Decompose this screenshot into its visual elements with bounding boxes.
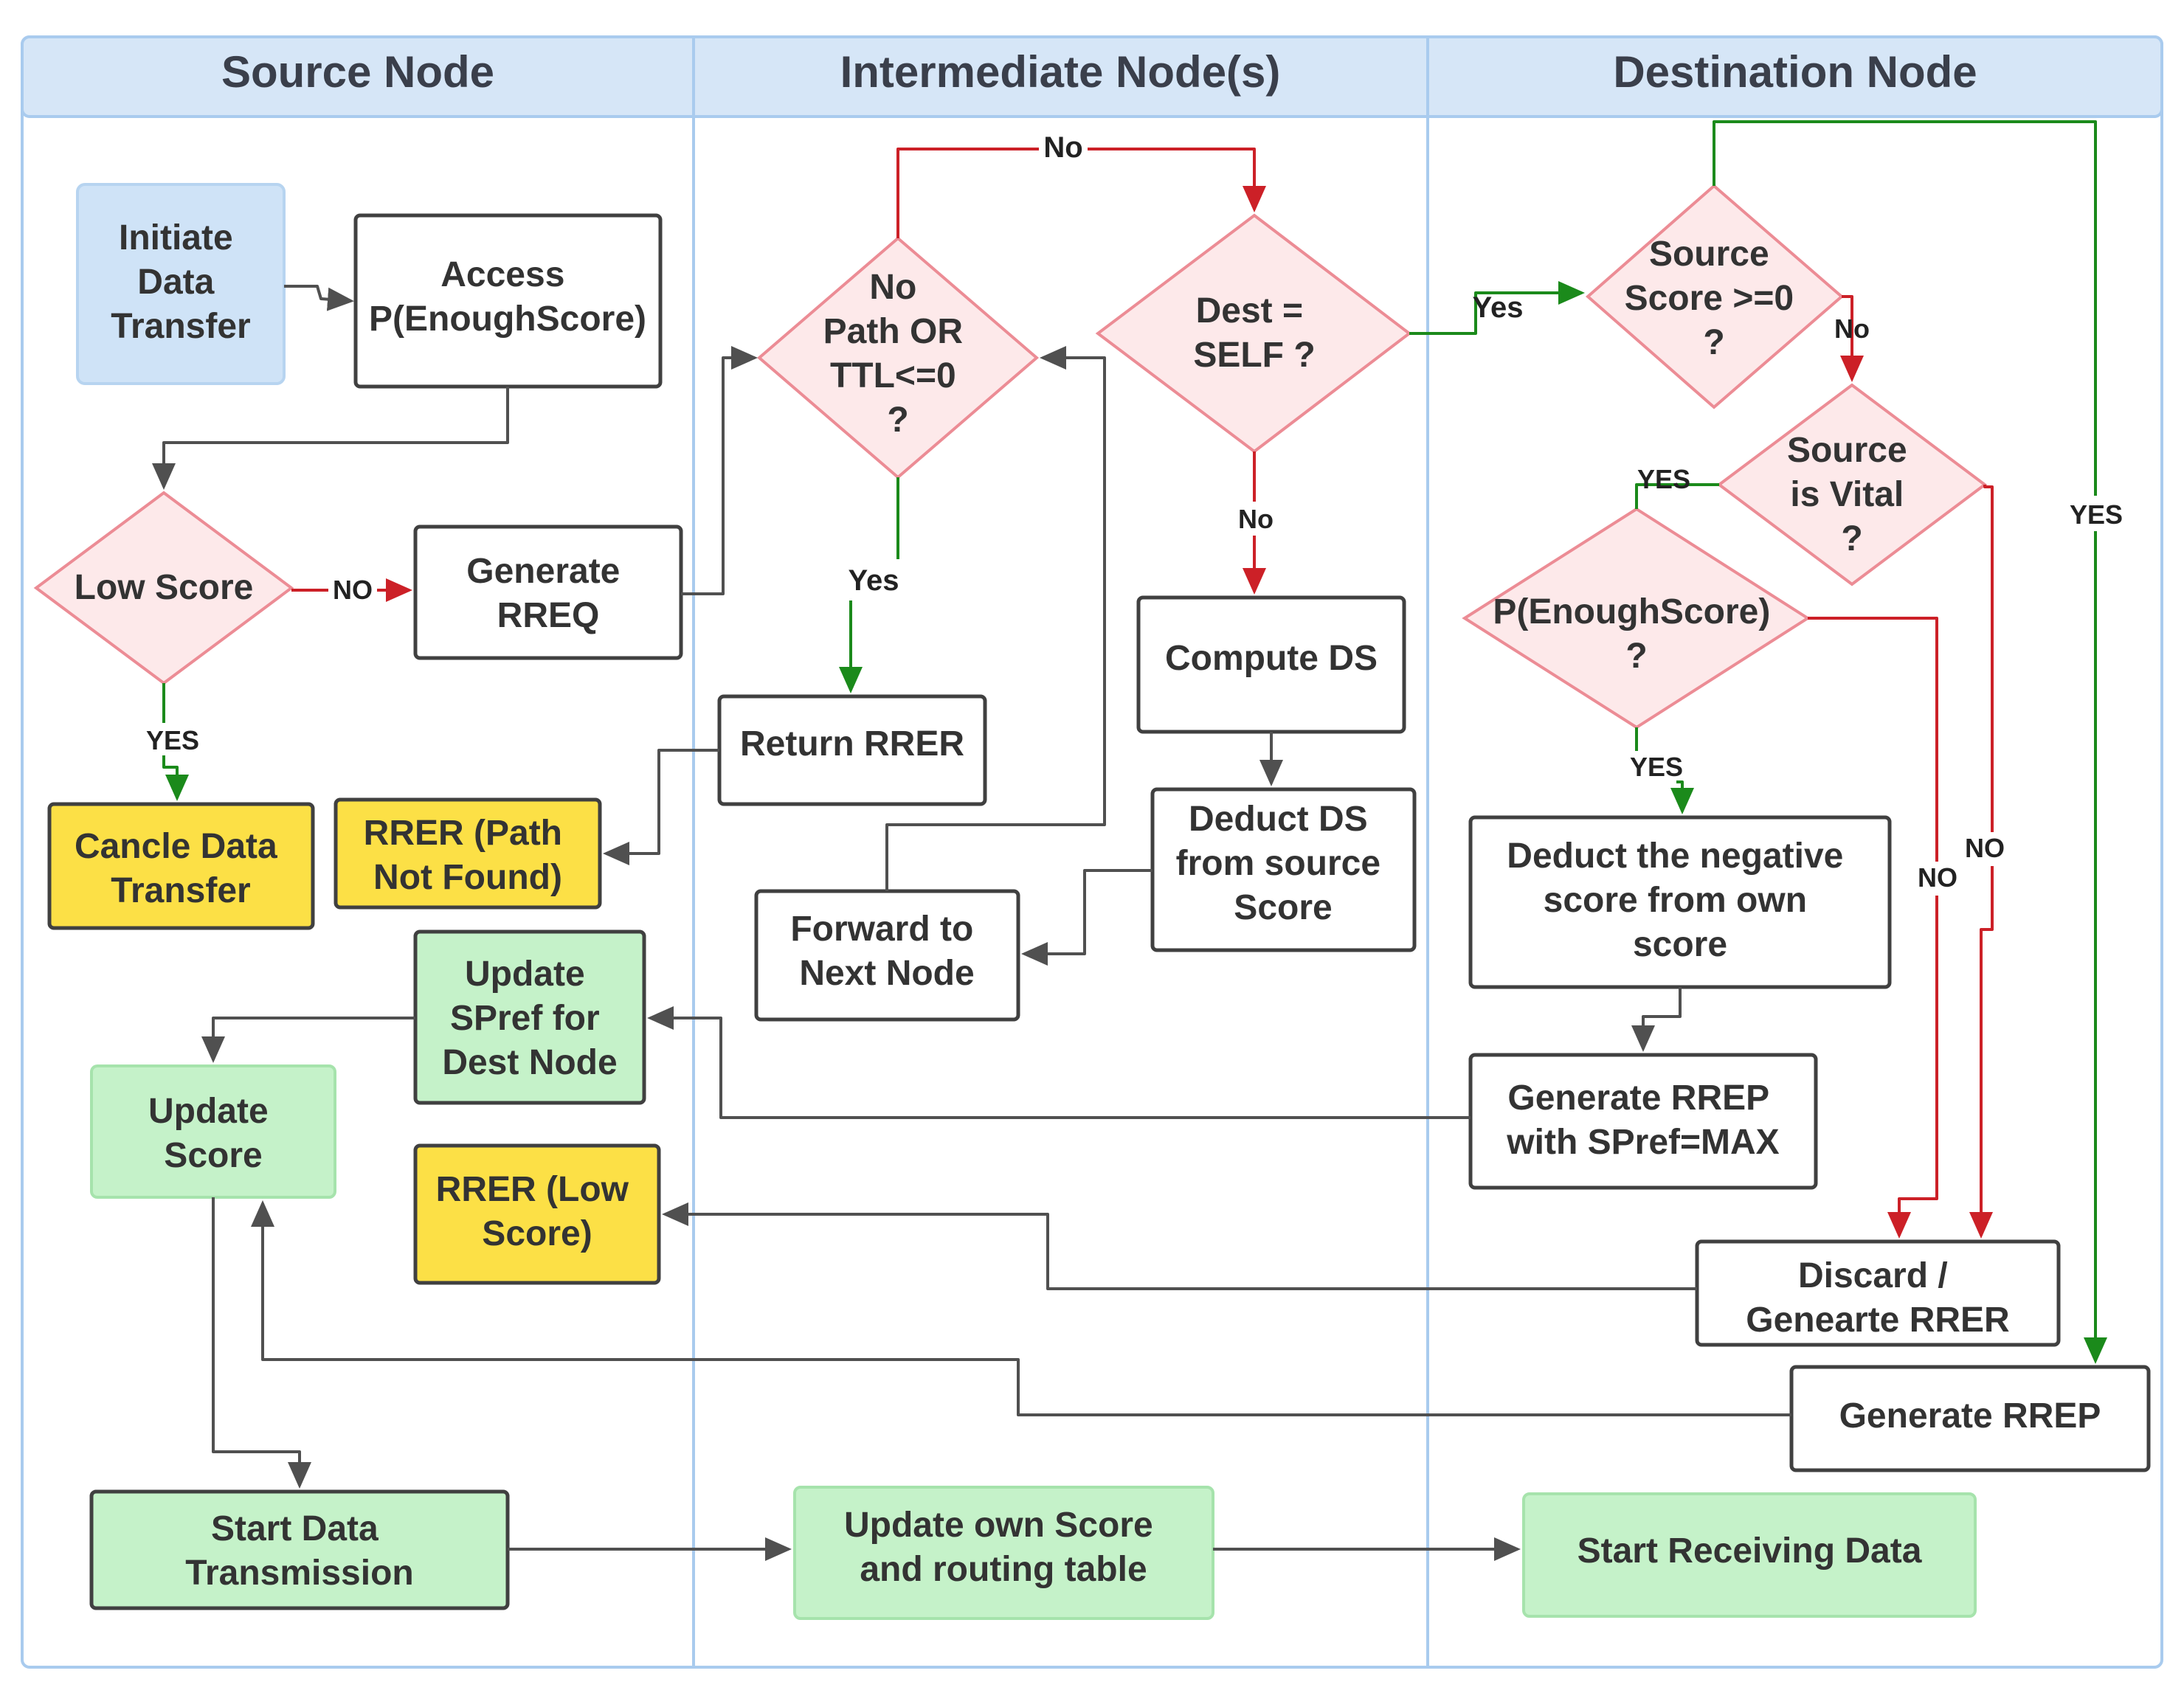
update-score-label: Update Score <box>148 1092 278 1175</box>
label-no-enoughscore: NO <box>1918 862 1957 893</box>
edge-sourcevital-no <box>1969 485 1994 1239</box>
update-spref-label: Update SPref for Dest Node <box>442 955 617 1082</box>
edge-sourcescore-yes <box>1713 120 2107 1364</box>
label-no-destself: No <box>1238 504 1274 534</box>
edge-destself-yes <box>1409 281 1585 335</box>
edge-initiate-access <box>284 285 354 311</box>
label-no-sourcescore: No <box>1834 314 1870 344</box>
label-yes-lowscore: YES <box>146 725 199 755</box>
edge-spref-updatescore <box>201 1017 415 1063</box>
label-no-sourcevital: NO <box>1965 833 2005 863</box>
connectors <box>152 120 2107 1561</box>
lane-title-source: Source Node <box>221 47 494 97</box>
generate-rrep-max-box <box>1468 1053 1818 1190</box>
start-receiving-box <box>1522 1492 1977 1618</box>
discard-rrer-label: Discard / Genearte RRER <box>1746 1256 2009 1340</box>
edge-sourcescore-no <box>1840 295 1864 382</box>
start-receiving-label: Start Receiving Data <box>1577 1531 1922 1571</box>
dest-self-label: Dest = SELF ? <box>1193 291 1315 375</box>
edge-rrep-updatescore <box>251 1200 1791 1416</box>
cancel-transfer-label: Cancle Data Transfer <box>75 827 287 910</box>
enough-score-label: P(EnoughScore) ? <box>1493 592 1780 676</box>
no-path-label: No Path OR TTL<=0 ? <box>823 268 973 440</box>
forward-next-label: Forward to Next Node <box>790 910 983 993</box>
label-yes-nopath: Yes <box>849 564 899 597</box>
edge-labels: No NO YES Yes No Yes No YES YES YES NO N… <box>139 127 2135 896</box>
edge-rrepmax-spref <box>647 1006 1471 1119</box>
generate-rrep-box <box>1789 1365 2151 1472</box>
source-score-label: Source Score >=0 ? <box>1625 235 1804 362</box>
label-yes-sourcevital: YES <box>1637 464 1690 494</box>
generate-rrep-label: Generate RREP <box>1839 1396 2101 1436</box>
update-score-box <box>90 1064 336 1199</box>
update-own-score-box <box>793 1486 1214 1620</box>
rrer-path-label: RRER (Path Not Found) <box>364 814 573 897</box>
edge-forward-nopath <box>885 346 1106 891</box>
deduct-ds-label: Deduct DS from source Score <box>1176 800 1391 927</box>
generate-rrep-max-label: Generate RREP with SPref=MAX <box>1506 1079 1779 1162</box>
node-labels: Initiate Data Transfer Access P(EnoughSc… <box>75 218 2101 1593</box>
label-yes-enoughscore: YES <box>1630 752 1683 782</box>
edge-access-lowscore <box>152 387 509 490</box>
rrer-path-box <box>334 797 602 910</box>
discard-rrer-box <box>1695 1239 2061 1347</box>
compute-ds-label: Compute DS <box>1165 639 1378 678</box>
edge-updatescore-starttx <box>212 1197 311 1489</box>
cancel-transfer-box <box>47 802 315 930</box>
edge-discard-rrerlow <box>662 1202 1697 1290</box>
edge-deductneg-rrepmax <box>1631 987 1682 1052</box>
label-no-lowscore: NO <box>333 575 373 605</box>
source-vital-decision <box>1716 383 1988 586</box>
initiate-transfer-box <box>76 183 286 385</box>
lane-title-intermediate: Intermediate Node(s) <box>840 47 1281 97</box>
label-yes-destself: Yes <box>1473 291 1524 324</box>
return-rrer-label: Return RRER <box>740 724 964 764</box>
edge-rreq-nopath <box>681 346 758 595</box>
edge-sourcevital-yes <box>1635 483 1719 509</box>
update-own-score-label: Update own Score and routing table <box>844 1506 1163 1589</box>
edge-deduct-forward <box>1021 869 1153 966</box>
access-score-label: Access P(EnoughScore) <box>369 255 646 339</box>
rrer-low-box <box>413 1143 661 1285</box>
deduct-negative-label: Deduct the negative score from own score <box>1507 837 1853 964</box>
generate-rreq-label: Generate RREQ <box>466 552 629 635</box>
initiate-transfer-label: Initiate Data Transfer <box>111 218 250 346</box>
edge-returnrrer-rrerpath <box>603 749 719 865</box>
label-no-top: No <box>1043 131 1082 164</box>
source-vital-label: Source is Vital ? <box>1787 431 1917 558</box>
generate-rreq-box <box>413 524 683 660</box>
lane-title-destination: Destination Node <box>1613 47 1977 97</box>
low-score-label: Low Score <box>75 568 254 607</box>
label-yes-right: YES <box>2070 499 2123 530</box>
rrer-low-label: RRER (Low Score) <box>436 1170 639 1253</box>
edge-enoughscore-no <box>1808 617 1938 1239</box>
start-transmission-label: Start Data Transmission <box>185 1509 413 1593</box>
source-score-decision <box>1585 184 1845 409</box>
